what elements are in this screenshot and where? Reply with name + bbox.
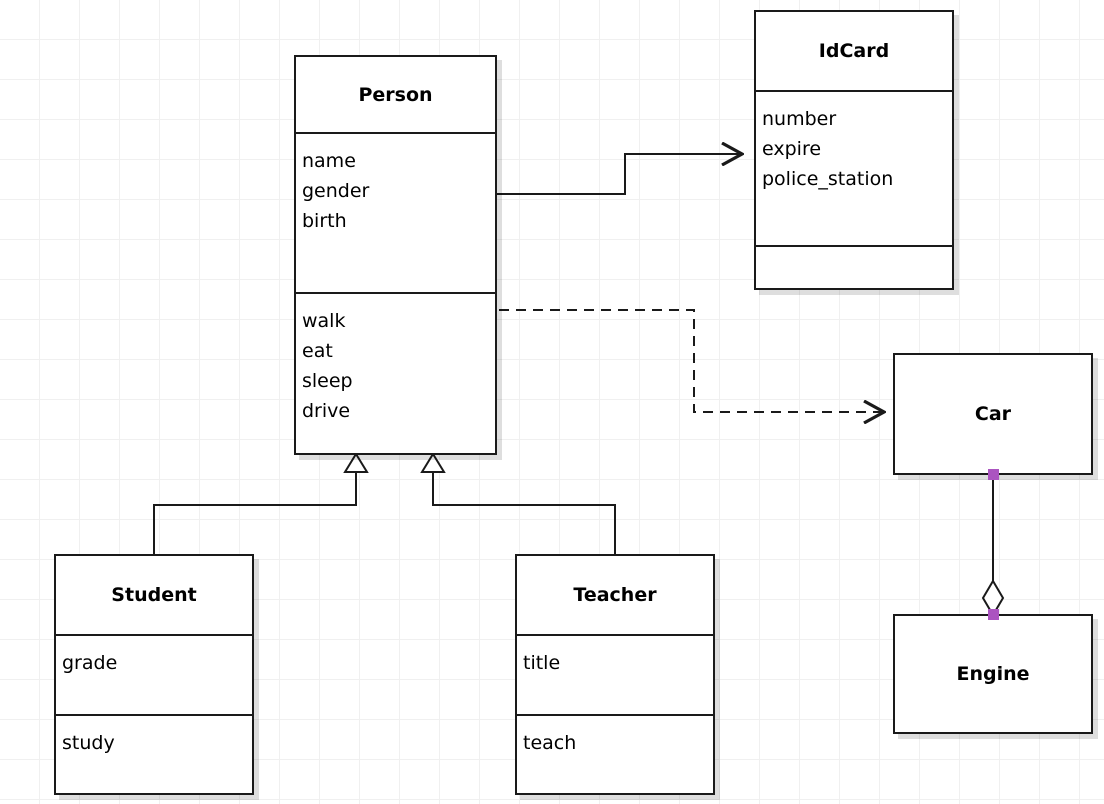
attribute-row: number — [762, 108, 837, 130]
class-engine[interactable]: Engine — [893, 614, 1093, 734]
class-teacher-name: Teacher — [573, 584, 657, 606]
class-student-name: Student — [111, 584, 197, 606]
method-row: sleep — [302, 370, 353, 392]
attribute-row: expire — [762, 138, 822, 160]
class-engine-name: Engine — [956, 663, 1030, 685]
attribute-row: gender — [302, 180, 370, 202]
attribute-row: birth — [302, 210, 347, 232]
edge-student-person[interactable] — [153, 452, 369, 554]
edge-teacher-person[interactable] — [420, 452, 616, 554]
class-idcard-methods — [756, 245, 952, 288]
class-student-title: Student — [56, 556, 252, 634]
method-row: teach — [523, 732, 577, 754]
edge-car-engine[interactable] — [981, 475, 1005, 617]
class-teacher-title: Teacher — [517, 556, 713, 634]
class-person-title: Person — [296, 57, 495, 132]
edge-handle-car[interactable] — [988, 469, 999, 480]
class-person-methods: walk eat sleep drive — [296, 292, 495, 453]
class-car-name: Car — [974, 403, 1012, 425]
class-student-attributes: grade — [56, 634, 252, 714]
class-teacher[interactable]: Teacher title teach — [515, 554, 715, 795]
attribute-row: title — [523, 652, 561, 674]
class-engine-title: Engine — [895, 616, 1091, 732]
attribute-row: grade — [62, 652, 118, 674]
class-idcard-name: IdCard — [818, 40, 890, 62]
method-row: drive — [302, 400, 351, 422]
class-idcard-attributes: number expire police_station — [756, 90, 952, 245]
class-teacher-attributes: title — [517, 634, 713, 714]
class-student[interactable]: Student grade study — [54, 554, 254, 795]
attribute-row: police_station — [762, 168, 894, 190]
method-row: study — [62, 732, 115, 754]
class-person-attributes: name gender birth — [296, 132, 495, 292]
method-row: eat — [302, 340, 333, 362]
class-person[interactable]: Person name gender birth walk eat sleep … — [294, 55, 497, 455]
class-car-title: Car — [895, 355, 1091, 473]
edge-person-idcard[interactable] — [497, 154, 742, 195]
attribute-row: name — [302, 150, 356, 172]
class-car[interactable]: Car — [893, 353, 1093, 475]
method-row: walk — [302, 310, 346, 332]
class-teacher-methods: teach — [517, 714, 713, 793]
generalization-triangle-student — [343, 452, 369, 473]
class-person-name: Person — [358, 83, 433, 106]
edge-handle-engine[interactable] — [988, 609, 999, 620]
class-idcard[interactable]: IdCard number expire police_station — [754, 10, 954, 290]
generalization-triangle-teacher — [420, 452, 446, 473]
edge-person-car[interactable] — [499, 309, 884, 412]
class-student-methods: study — [56, 714, 252, 793]
class-idcard-title: IdCard — [756, 12, 952, 90]
